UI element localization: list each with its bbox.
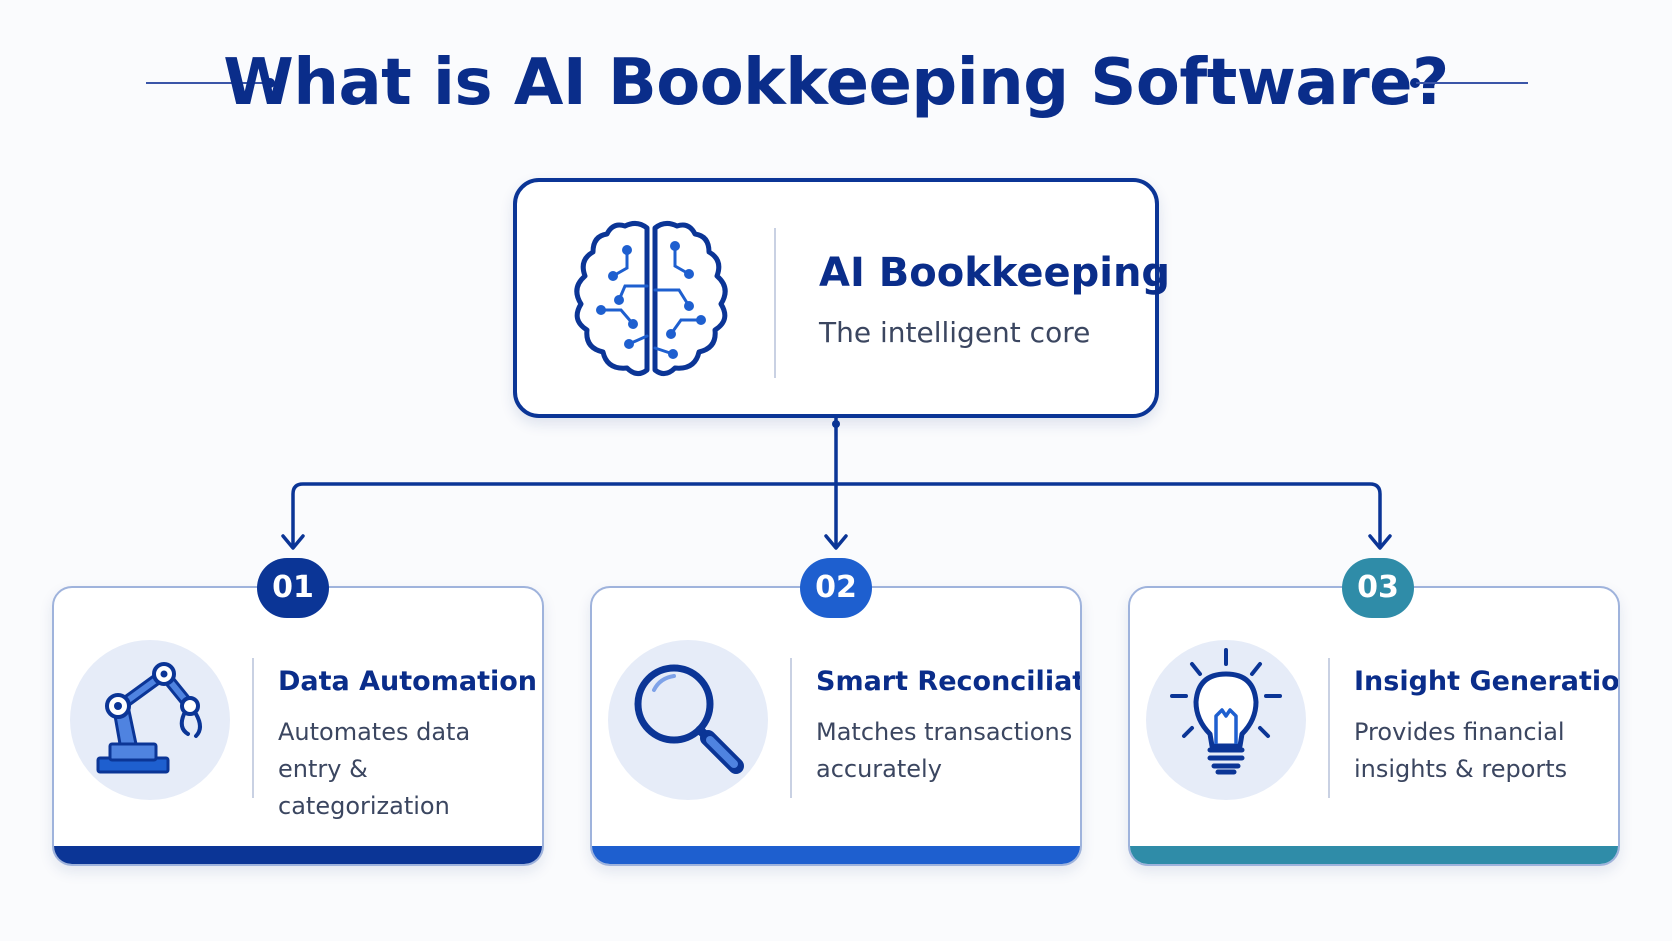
core-box: AI Bookkeeping The intelligent core	[513, 178, 1170, 418]
step-card-insight-generation: Insight Generation Provides financial in…	[1128, 586, 1620, 866]
robot-arm-icon	[96, 662, 202, 774]
step-accent-bar	[592, 846, 1080, 864]
step-card-data-automation: Data Automation Automates data entry & c…	[52, 586, 544, 866]
connector-bar	[291, 482, 1382, 548]
step-card-smart-reconciliation: Smart Reconciliation Matches transaction…	[590, 586, 1082, 866]
step-badge-03: 03	[1342, 558, 1414, 618]
arrowhead-01	[281, 534, 305, 550]
step-badge-02: 02	[800, 558, 872, 618]
core-divider	[774, 228, 776, 378]
title-rule-right	[1416, 82, 1528, 84]
step-divider	[790, 658, 792, 798]
core-subtitle: The intelligent core	[819, 316, 1091, 349]
step-icon-circle	[1146, 640, 1306, 800]
step-accent-bar	[54, 846, 542, 864]
title-dot-left	[265, 78, 275, 88]
step-title: Data Automation	[278, 666, 538, 697]
step-description: Provides financial insights & reports	[1354, 718, 1568, 783]
step-description: Matches transactions accurately	[816, 718, 1073, 783]
step-icon-circle	[608, 640, 768, 800]
step-title: Insight Generation	[1354, 666, 1620, 697]
arrowhead-03	[1368, 534, 1392, 550]
page-title: What is AI Bookkeeping Software?	[223, 46, 1449, 120]
step-badge-01: 01	[257, 558, 329, 618]
step-accent-bar	[1130, 846, 1618, 864]
step-title: Smart Reconciliation	[816, 666, 1080, 697]
magnifier-icon	[634, 664, 744, 774]
lightbulb-icon	[1170, 648, 1282, 775]
arrowhead-02	[824, 534, 848, 550]
step-description: Automates data entry & categorization	[278, 718, 471, 820]
step-divider	[252, 658, 254, 798]
step-icon-circle	[70, 640, 230, 800]
connector-node	[832, 420, 840, 428]
core-title: AI Bookkeeping	[819, 250, 1171, 296]
title-rule-left	[146, 82, 270, 84]
brain-circuit-icon	[574, 220, 728, 376]
step-divider	[1328, 658, 1330, 798]
title-dot-right	[1410, 78, 1420, 88]
